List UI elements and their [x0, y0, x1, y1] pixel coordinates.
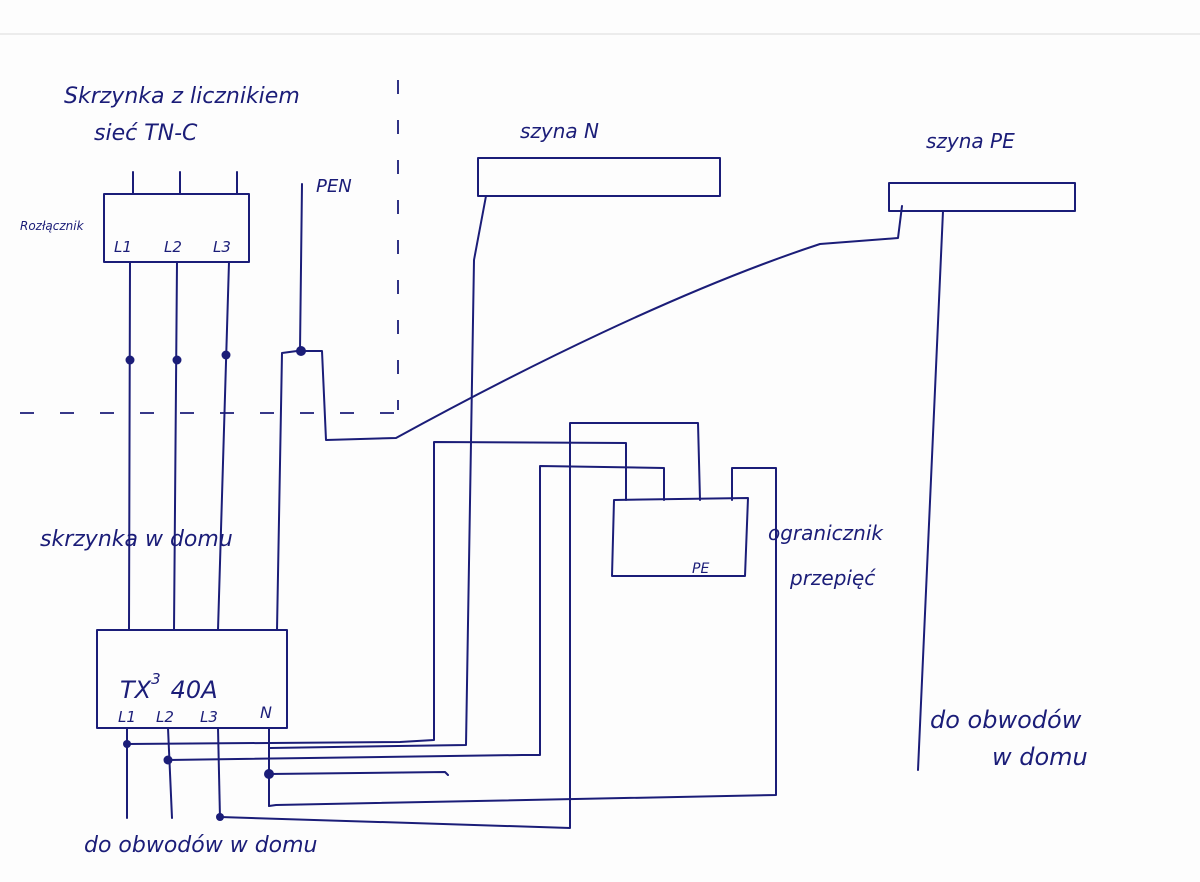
switch-terminal-l3: L3	[200, 708, 218, 726]
disconnector-l2: L2	[164, 238, 182, 256]
switch-terminal-l1: L1	[118, 708, 136, 726]
circuits-bottom-label: do obwodów w domu	[84, 833, 318, 858]
joint-l2	[172, 355, 182, 365]
disconnector-l3: L3	[213, 238, 231, 256]
joint-l1	[125, 355, 135, 365]
meter-box-title: Skrzynka z licznikiem	[64, 84, 300, 109]
spd-terminal-label: PE	[692, 561, 709, 577]
out-wire-l2	[167, 727, 173, 819]
spd-box	[611, 497, 749, 577]
spd-label-line1: ogranicznik	[768, 521, 884, 545]
spd-feed-l3	[219, 422, 701, 829]
busbar-pe-label: szyna PE	[926, 129, 1015, 153]
pe-busbar-wire	[917, 210, 944, 771]
circuits-right-line2: w domu	[992, 743, 1088, 771]
wire-l3	[217, 261, 230, 631]
spd-feed-l2	[167, 465, 665, 761]
pen-wire	[299, 183, 303, 351]
wire-l2	[173, 261, 178, 631]
joint-l3	[221, 350, 231, 360]
busbar-pe	[888, 182, 1076, 212]
busbar-n	[477, 157, 721, 197]
circuits-right-line1: do obwodów	[930, 706, 1082, 734]
network-type-label: sieć TN-C	[94, 121, 198, 146]
switch-tx3-box	[96, 629, 288, 729]
spd-feed-n	[268, 771, 449, 776]
wire-l1	[128, 261, 131, 631]
disconnector-l1: L1	[114, 238, 132, 256]
pen-branch-left	[276, 350, 298, 631]
pen-to-pe-busbar	[303, 205, 903, 441]
spd-label-line2: przepięć	[789, 566, 876, 590]
out-wire-l3	[217, 727, 221, 819]
switch-terminal-n: N	[260, 703, 272, 722]
disconnector-label: Rozłącznik	[20, 219, 85, 233]
pen-label: PEN	[316, 176, 352, 197]
switch-terminal-l2: L2	[156, 708, 174, 726]
busbar-n-label: szyna N	[520, 119, 599, 143]
n-busbar-wire	[269, 195, 487, 749]
home-box-label: skrzynka w domu	[40, 527, 233, 552]
pen-joint	[296, 346, 306, 356]
spd-feed-l1	[126, 441, 627, 745]
spd-return-wire	[268, 467, 777, 807]
